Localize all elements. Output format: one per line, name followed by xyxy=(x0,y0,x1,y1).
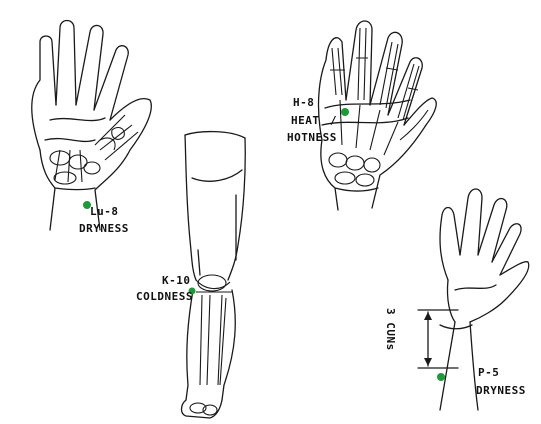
lu8-point-marker xyxy=(83,201,91,209)
leg-k10-drawing xyxy=(180,130,246,419)
k10-point-marker xyxy=(188,287,196,295)
h8-point-marker xyxy=(341,108,349,116)
hand-h8-drawing xyxy=(317,20,437,211)
p5-measure-label: 3 CUNs xyxy=(384,308,397,351)
p5-quality-label: DRYNESS xyxy=(476,384,526,397)
hand-p5-drawing xyxy=(417,188,530,411)
lu8-quality-label: DRYNESS xyxy=(79,222,129,235)
p5-point-marker xyxy=(437,373,445,381)
lu8-code-label: Lu-8 xyxy=(90,205,119,218)
h8-separator-label: / xyxy=(330,114,338,127)
p5-code-label: P-5 xyxy=(478,366,500,379)
h8-quality-2-label: HOTNESS xyxy=(287,131,337,144)
k10-code-label: K-10 xyxy=(162,274,191,287)
hand-lu8-drawing xyxy=(31,19,152,231)
h8-quality-1-label: HEAT xyxy=(291,114,320,127)
h8-code-label: H-8 xyxy=(293,96,315,109)
k10-quality-label: COLDNESS xyxy=(136,290,193,303)
